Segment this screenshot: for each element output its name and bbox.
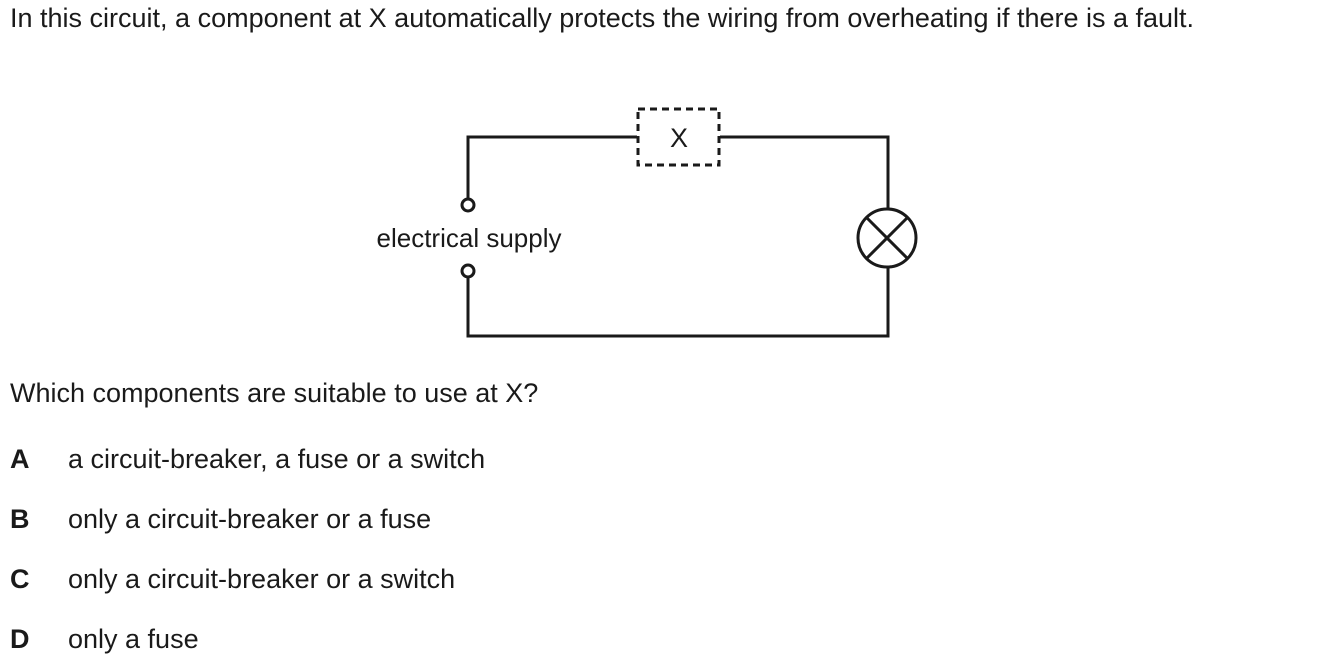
wire-top-right xyxy=(720,135,890,208)
supply-label: electrical supply xyxy=(377,223,562,253)
option-letter: B xyxy=(10,504,30,534)
component-x-label: X xyxy=(670,123,688,153)
question-prompt: Which components are suitable to use at … xyxy=(10,378,539,408)
wire-top-left xyxy=(466,135,637,199)
lamp-icon xyxy=(856,207,918,269)
component-x-box xyxy=(636,107,721,167)
question-stem: In this circuit, a component at X automa… xyxy=(10,3,1195,33)
option-text: only a circuit-breaker or a switch xyxy=(68,564,456,594)
option-letter: D xyxy=(10,624,30,654)
wire-bottom xyxy=(466,268,890,338)
supply-terminal-top xyxy=(460,197,476,213)
supply-terminal-bottom xyxy=(460,263,476,279)
option-text: only a circuit-breaker or a fuse xyxy=(68,504,432,534)
option-letter: C xyxy=(10,564,30,594)
option-text: a circuit-breaker, a fuse or a switch xyxy=(68,444,486,474)
option-letter: A xyxy=(10,444,30,474)
option-text: only a fuse xyxy=(68,624,199,654)
